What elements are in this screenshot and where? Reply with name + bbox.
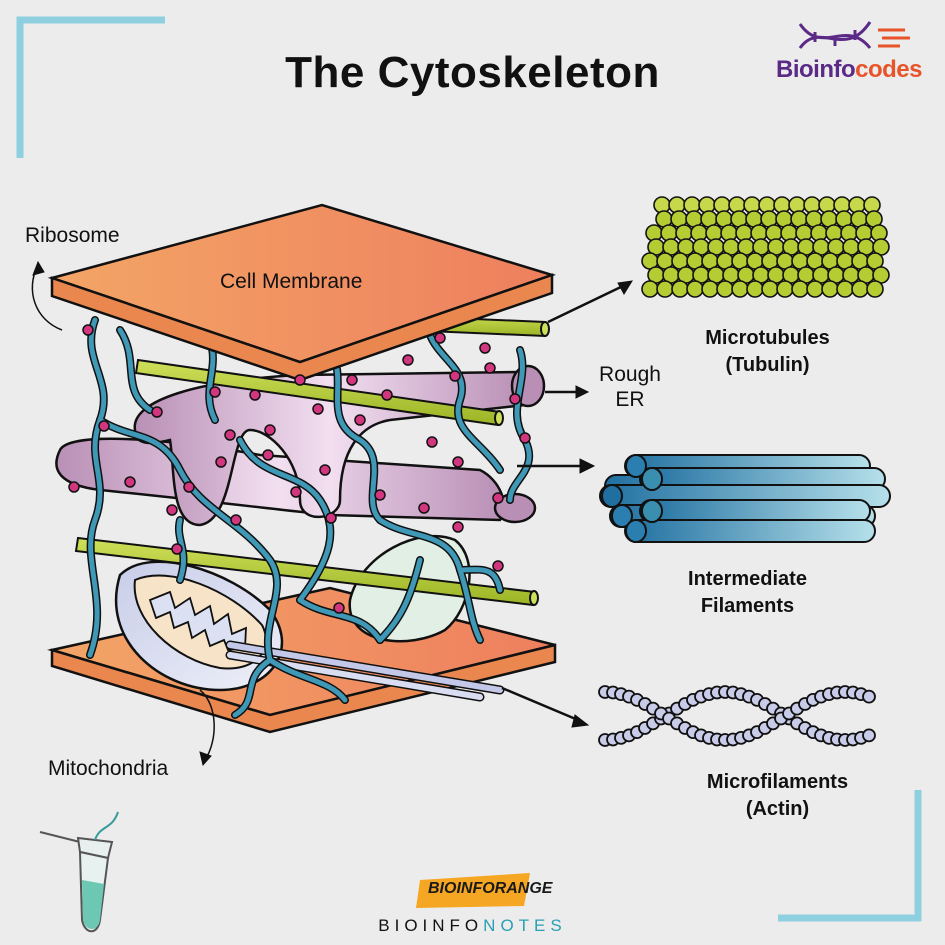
bioinforange-badge [416, 873, 530, 908]
microtubules-label-line2: (Tubulin) [725, 354, 810, 376]
microfilaments-label: Microfilaments (Actin) [670, 769, 885, 823]
microtubules-label-line1: Microtubules [705, 327, 830, 349]
microfilaments-label-line2: (Actin) [745, 798, 810, 820]
pipette-tube-icon [39, 811, 119, 933]
top-membrane-plate [47, 203, 557, 382]
intermediate-filament-bundle-illustration [599, 454, 891, 543]
dna-logo-icon [798, 21, 910, 49]
bioinfonotes-logo-accent: NOTES [483, 916, 567, 935]
bioinforange-logo: BIOINFORANGE [420, 873, 552, 907]
intermediate-filaments-label-line1: Intermediate [688, 568, 807, 590]
microtubules-label: Microtubules (Tubulin) [660, 325, 875, 379]
microfilaments-label-line1: Microfilaments [706, 771, 849, 793]
rough-er-label-line1: Rough [599, 363, 661, 386]
page-title: The Cytoskeleton [285, 48, 660, 97]
cell-membrane-label: Cell Membrane [220, 270, 363, 293]
mitochondria-label: Mitochondria [48, 757, 169, 780]
frame-corner-bottom-right [778, 790, 922, 922]
microtubule-bundle-illustration [641, 196, 890, 298]
ribosome-label: Ribosome [25, 224, 120, 247]
ribosome-dots [68, 324, 531, 614]
rough-er-label-line2: ER [615, 388, 645, 411]
bioinfocodes-logo: Bioinfocodes [776, 56, 923, 84]
bioinforange-logo-text: BIOINFORANGE [428, 880, 553, 897]
intermediate-filaments-label-line2: Filaments [700, 595, 795, 617]
bioinfocodes-logo-accent: codes [855, 56, 923, 83]
frame-corner-top-left [16, 16, 165, 158]
bioinfonotes-logo-main: BIOINFO [378, 916, 484, 935]
bioinfonotes-logo: BIOINFONOTES [0, 916, 945, 936]
actin-filament-illustration [598, 685, 876, 747]
bioinfocodes-logo-main: Bioinfo [776, 56, 856, 83]
pointer-arrows [31, 260, 633, 767]
